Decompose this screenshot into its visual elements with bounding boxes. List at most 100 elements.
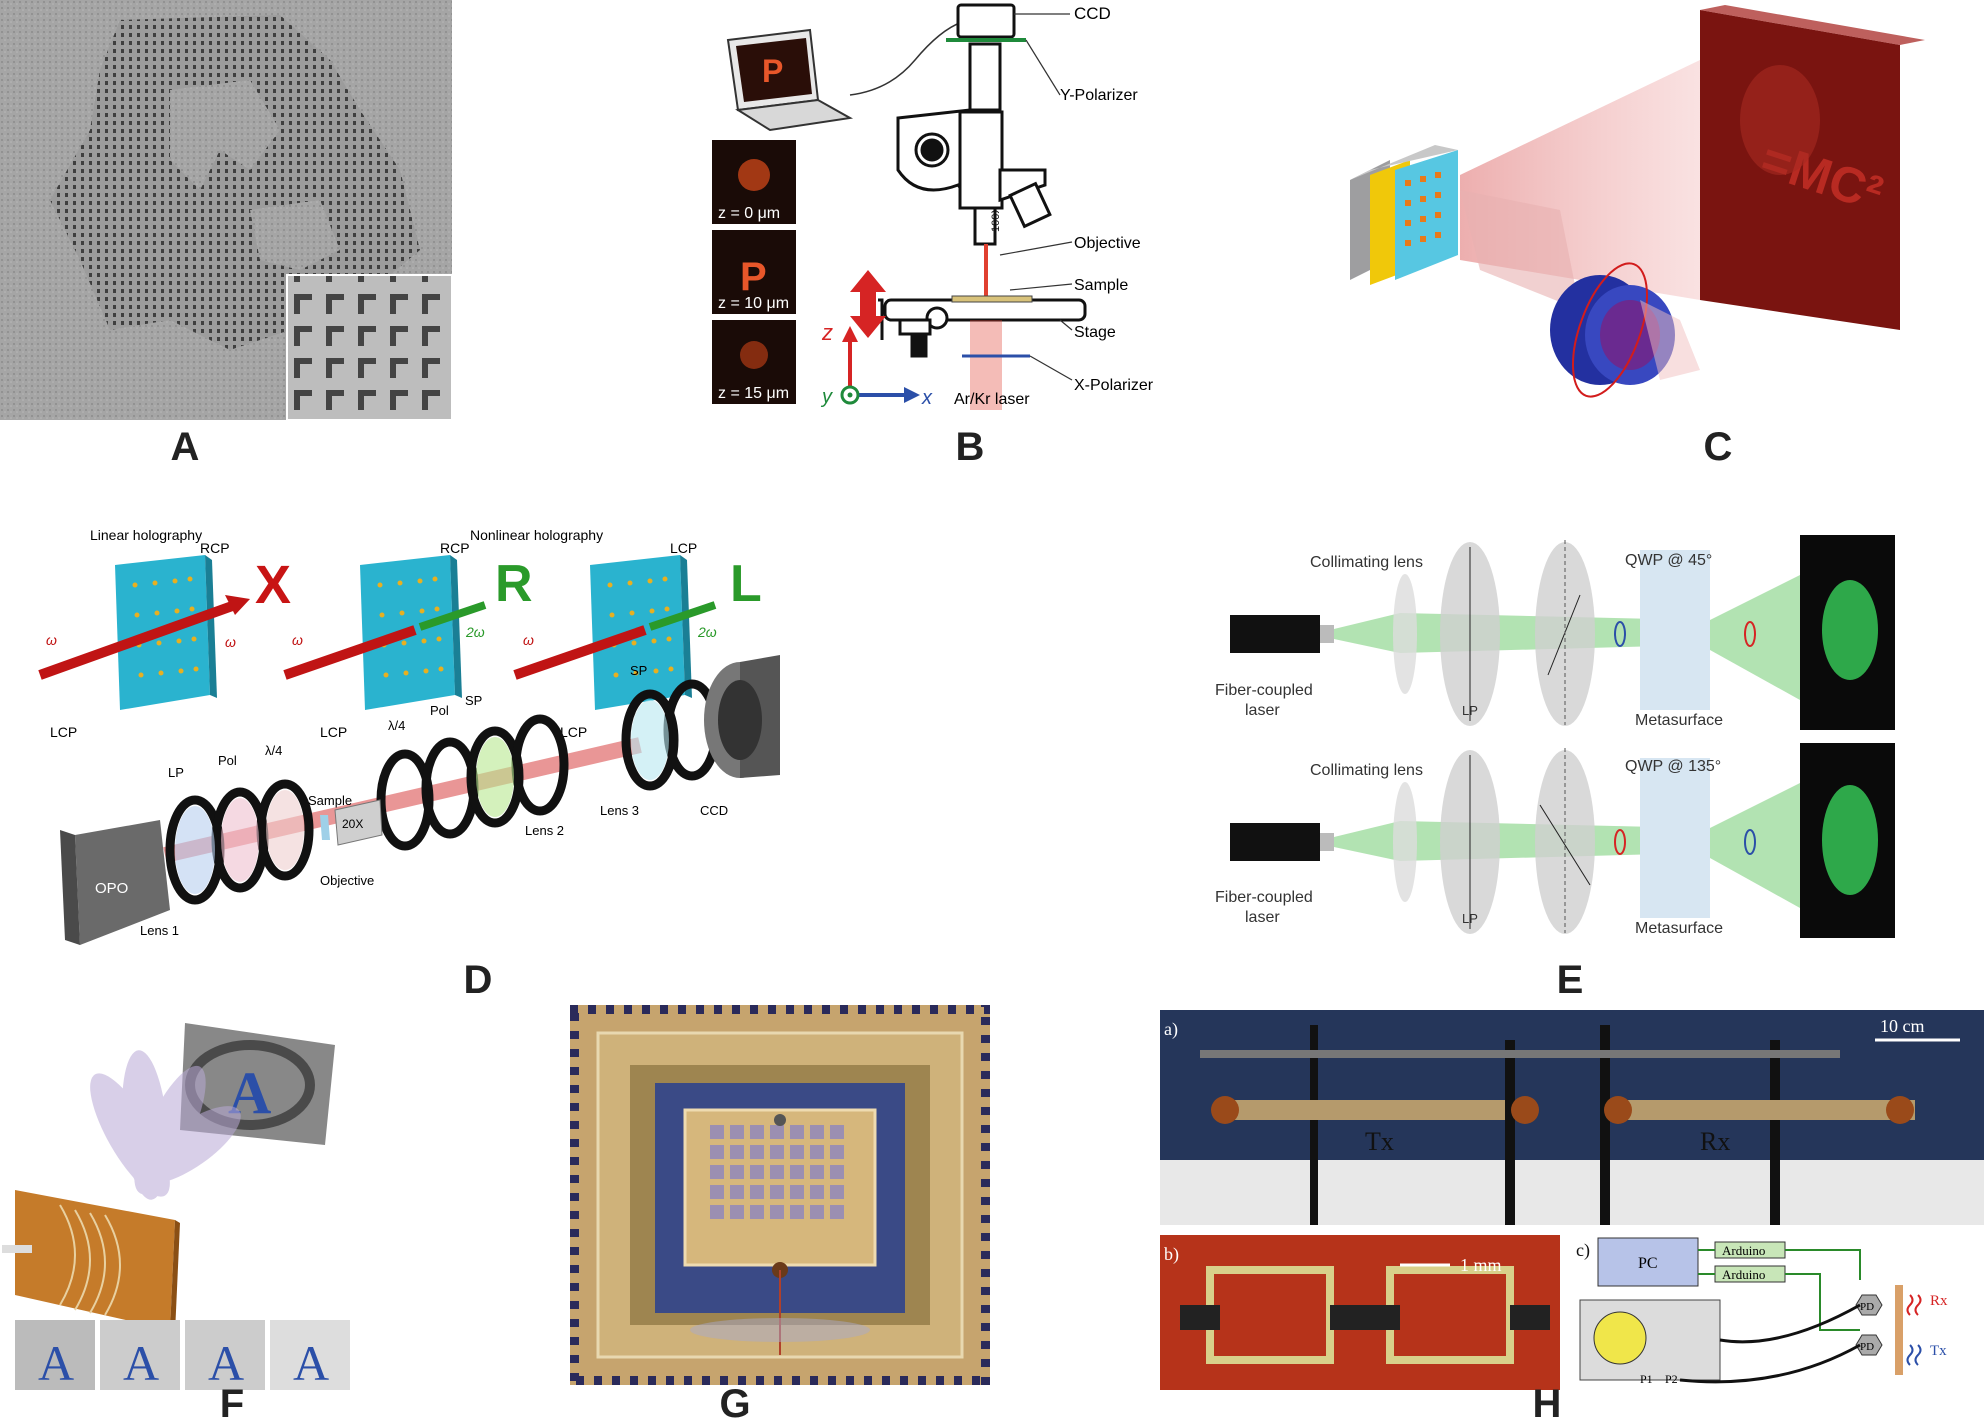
svg-text:Metasurface: Metasurface [1635,712,1723,729]
panel-f-diagram: A A A A A [2,1023,350,1391]
svg-text:QWP @ 45°: QWP @ 45° [1625,552,1712,569]
hologram-r [283,555,487,710]
panel-d-diagram: Linear holography Nonlinear holography R… [38,527,780,945]
laser-label-top-2: laser [1245,702,1280,719]
panel-g [561,996,999,1394]
svg-text:LCP: LCP [560,724,587,740]
svg-text:20X: 20X [342,817,363,831]
svg-text:X: X [255,555,291,615]
panel-b-diagram: P z = 0 μm P z = 10 μm z = 15 μm [712,3,1154,410]
svg-text:a): a) [1164,1019,1178,1040]
metasurface-block [1350,145,1458,285]
panel-d: Linear holography Nonlinear holography R… [20,515,780,955]
svg-text:CCD: CCD [700,803,728,818]
setup-top [1230,535,1895,730]
svg-text:P2: P2 [1665,1372,1678,1386]
svg-text:2ω: 2ω [697,624,717,640]
svg-text:Linear holography: Linear holography [90,527,202,543]
svg-text:R: R [495,555,533,613]
antenna-array [2,1190,180,1333]
panel-a [0,0,453,421]
svg-text:LCP: LCP [670,540,697,556]
svg-text:Objective: Objective [320,873,374,888]
svg-text:Collimating lens: Collimating lens [1310,554,1423,571]
svg-text:z = 10 μm: z = 10 μm [718,295,789,312]
svg-text:b): b) [1164,1244,1179,1265]
svg-text:λ/4: λ/4 [265,743,282,758]
panel-c-letter: C [1703,425,1733,469]
svg-text:c): c) [1576,1240,1590,1261]
panel-a-sem-image [0,0,453,421]
svg-text:PD: PD [1860,1341,1874,1353]
svg-text:PC: PC [1638,1255,1658,1272]
panel-e-letter: E [1556,958,1584,1002]
svg-text:CCD: CCD [1074,4,1111,23]
z-translation-arrow [850,270,886,338]
svg-text:A: A [123,1335,159,1390]
svg-text:Pol: Pol [430,703,449,718]
panel-e-diagram: Collimating lens QWP @ 45° Fiber-coupled… [1215,535,1895,938]
svg-text:Rx: Rx [1930,1293,1948,1309]
svg-text:Sample: Sample [1074,277,1128,294]
panel-c-diagram: =MC² [1350,5,1925,398]
svg-text:Metasurface: Metasurface [1635,920,1723,937]
svg-text:SP: SP [465,693,482,708]
panel-a-letter: A [170,425,200,469]
svg-text:ω: ω [523,632,534,648]
axes-icon: z y x [820,320,933,409]
svg-text:Arduino: Arduino [1722,1243,1765,1258]
svg-text:Pol: Pol [218,753,237,768]
svg-text:Ar/Kr laser: Ar/Kr laser [954,391,1030,408]
panel-h-c-schematic: c) PC Arduino Arduino P1 P2 PD PD [1570,1235,1984,1390]
panel-c: =MC² [1340,0,1940,420]
svg-text:A: A [38,1335,74,1390]
svg-text:Objective: Objective [1074,235,1141,252]
laptop-icon: P [726,28,854,132]
svg-text:Rx: Rx [1700,1127,1730,1156]
svg-text:RCP: RCP [440,540,470,556]
svg-text:z = 15 μm: z = 15 μm [718,385,789,402]
svg-text:Arduino: Arduino [1722,1267,1765,1282]
svg-text:P: P [762,53,783,89]
svg-text:10 cm: 10 cm [1880,1016,1925,1036]
panel-h-diagram: a) 10 cm Tx Rx b) 1 mm c) PC [1160,1010,1984,1390]
svg-text:P: P [740,255,767,299]
svg-text:RCP: RCP [200,540,230,556]
panel-h-letter: H [1532,1382,1562,1426]
svg-text:Stage: Stage [1074,324,1116,341]
svg-text:Lens 1: Lens 1 [140,923,179,938]
microscope: 100X [878,3,1087,358]
panel-g-chip-photo [561,996,999,1394]
svg-text:100X: 100X [990,206,1002,232]
focal-insets: z = 0 μm P z = 10 μm z = 15 μm [712,140,796,404]
panel-h-a-photo: a) 10 cm Tx Rx [1160,1010,1984,1225]
svg-text:LCP: LCP [320,724,347,740]
panel-f: A A A A A [0,1005,360,1391]
svg-text:LP: LP [168,765,184,780]
svg-text:Tx: Tx [1365,1127,1394,1156]
laser-label-bottom-1: Fiber-coupled [1215,889,1313,906]
svg-text:1 mm: 1 mm [1460,1255,1502,1275]
panel-b: P z = 0 μm P z = 10 μm z = 15 μm [700,0,1180,420]
panel-e: Collimating lens QWP @ 45° Fiber-coupled… [1200,535,1900,955]
panel-h: a) 10 cm Tx Rx b) 1 mm c) PC [1160,1010,1984,1390]
svg-text:PD: PD [1860,1301,1874,1313]
svg-text:Tx: Tx [1930,1343,1947,1359]
svg-text:QWP @ 135°: QWP @ 135° [1625,758,1721,775]
svg-text:ω: ω [225,634,236,650]
hologram-linear [38,555,250,710]
svg-text:Collimating lens: Collimating lens [1310,762,1423,779]
svg-text:A: A [208,1335,244,1390]
svg-text:Nonlinear holography: Nonlinear holography [470,527,603,543]
svg-text:2ω: 2ω [465,624,485,640]
optical-setup: OPO 20X [60,655,780,945]
laser-label-bottom-2: laser [1245,909,1280,926]
svg-text:Y-Polarizer: Y-Polarizer [1060,87,1138,104]
hologram-strip: A A A A [15,1320,350,1391]
panel-g-letter: G [719,1382,751,1426]
svg-text:LP: LP [1462,703,1478,718]
svg-text:Lens 3: Lens 3 [600,803,639,818]
svg-text:LP: LP [1462,911,1478,926]
svg-text:ω: ω [46,632,57,648]
panel-b-letter: B [955,425,985,469]
